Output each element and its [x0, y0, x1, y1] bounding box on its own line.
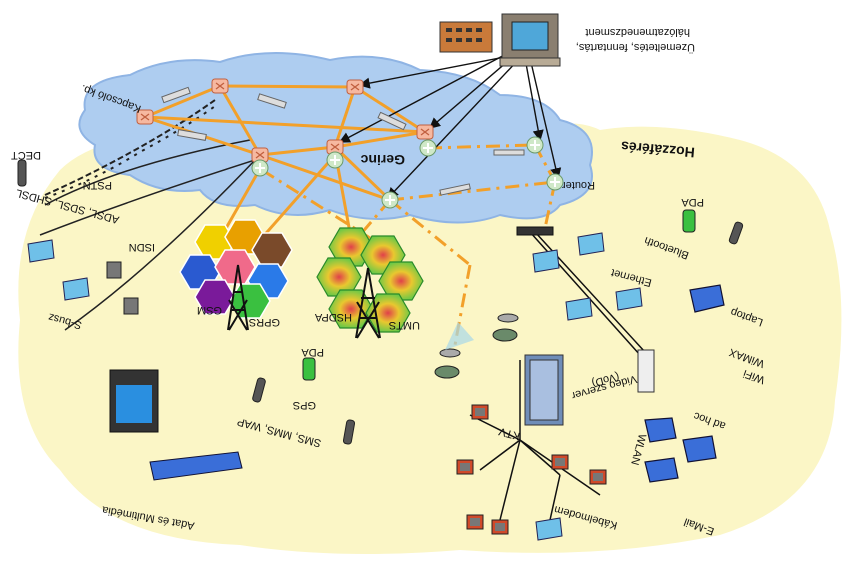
core-link: [259, 145, 336, 157]
label-router: Router: [562, 179, 595, 191]
management-arrow: [358, 54, 516, 89]
core-link: [144, 115, 426, 134]
terminal-icon: [615, 287, 643, 311]
management-computer: [439, 13, 561, 67]
access-switch: [516, 226, 554, 236]
satellite-icons: [434, 313, 519, 379]
core-link: [333, 145, 392, 202]
terminal-icon: [27, 239, 55, 263]
gsm-tower-icon: [227, 264, 249, 331]
management-arrow: [428, 54, 516, 129]
access-link: [427, 143, 536, 150]
core-link: [218, 85, 262, 156]
label-pda-left: PDA: [301, 346, 324, 358]
terminal-icons: [27, 232, 643, 541]
video-server: [524, 349, 655, 426]
label-access: Hozzáférés: [620, 138, 695, 160]
terminal-icon: [532, 249, 560, 273]
core-link: [144, 84, 221, 119]
management-arrow: [387, 57, 521, 200]
terminal-icon: [565, 297, 593, 321]
access-link: [389, 180, 556, 202]
pstn-line: [39, 99, 256, 331]
core-link: [219, 84, 356, 89]
label-network-management-2: hálózatmenedzsment: [585, 26, 690, 38]
gsm-cell-cluster: [179, 219, 293, 319]
label-gps: GPS: [293, 399, 316, 411]
switch-nodes: [136, 78, 564, 209]
core-link: [354, 85, 426, 134]
core-links: [144, 84, 426, 266]
terminal-icon: [535, 517, 563, 541]
core-link: [334, 130, 426, 149]
phone-icons: [17, 159, 744, 445]
label-umts: UMTS: [389, 319, 420, 331]
label-gprs: GPRS: [249, 316, 280, 328]
cable-segments: [161, 86, 525, 196]
label-hsdpa: HSDPA: [314, 311, 352, 323]
terminal-icon: [62, 277, 90, 301]
tv-icon: [109, 369, 159, 433]
umts-tower-icon: [355, 267, 381, 339]
core-link: [333, 86, 357, 148]
management-arrow: [338, 51, 511, 143]
label-isdn: ISDN: [129, 241, 155, 253]
core-cloud: [78, 51, 593, 224]
label-network-management: Üzemeltetés, fenntartás,: [576, 41, 695, 53]
label-gsm: GSM: [197, 304, 222, 316]
label-pstn: PSTN: [83, 179, 112, 191]
management-arrows: [338, 51, 562, 200]
access-link: [261, 168, 371, 240]
label-dect: DECT: [11, 149, 41, 161]
laptop-icons: [644, 284, 725, 483]
label-pda-right: PDA: [681, 196, 704, 208]
core-link: [259, 153, 391, 202]
label-core: Gerinc: [360, 152, 405, 168]
terminal-icon: [577, 232, 605, 256]
catv-decoders: [456, 404, 607, 535]
access-link: [389, 198, 471, 267]
keyboard-icon: [149, 451, 243, 481]
management-arrow: [529, 57, 562, 180]
management-arrow: [524, 57, 544, 142]
label-ktv: KTV: [497, 425, 521, 442]
